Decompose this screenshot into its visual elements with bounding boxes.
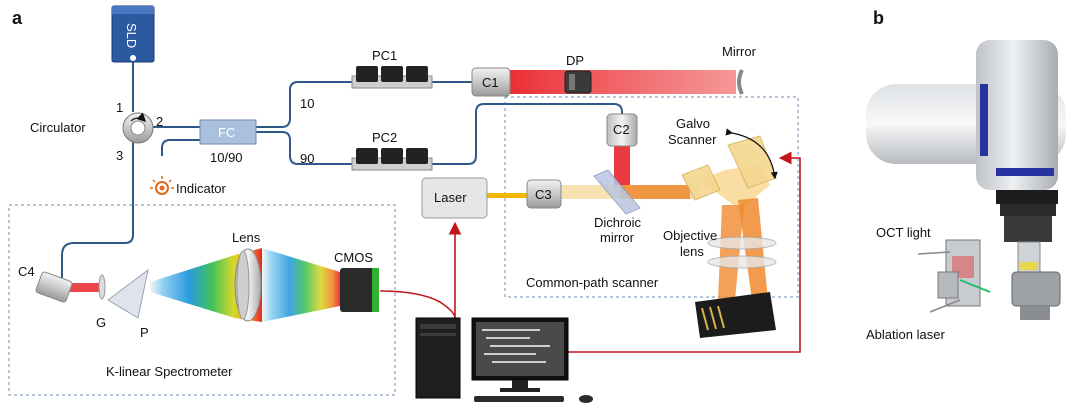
fiber-lines (61, 62, 623, 278)
computer (415, 317, 593, 403)
c3-label: C3 (535, 187, 552, 202)
dichroic-label-line2: mirror (600, 230, 635, 245)
mirror-label: Mirror (722, 44, 757, 59)
oct-beam-vertical (614, 145, 630, 188)
collimator-c4 (35, 271, 73, 303)
sample-chip (695, 292, 776, 338)
cmos-camera (340, 268, 379, 312)
spectrum-beam-focus (262, 248, 340, 322)
common-path-box (504, 96, 799, 298)
laser-beam-yellow (487, 193, 527, 198)
scan-beam-2 (718, 205, 744, 300)
sld-source: SLD (111, 5, 155, 63)
laser-box: Laser (421, 177, 488, 219)
reference-beam (510, 70, 736, 94)
merged-beam (620, 185, 690, 199)
dichroic-label-line1: Dichroic (594, 215, 641, 230)
panel-a-label: a (12, 8, 23, 28)
electrical-lines (379, 151, 801, 353)
spec-input-beam (70, 283, 100, 292)
cmos-label: CMOS (334, 250, 373, 265)
pc1-label: PC1 (372, 48, 397, 63)
circulator-label: Circulator (30, 120, 86, 135)
fc-label: FC (218, 125, 235, 140)
prism-label: P (140, 325, 149, 340)
collimator-c3: C3 (526, 179, 562, 209)
port1-label: 1 (116, 100, 123, 115)
sld-label: SLD (124, 23, 139, 48)
pc2-label: PC2 (372, 130, 397, 145)
collimator-c2: C2 (606, 113, 638, 147)
spectrometer-box (8, 204, 396, 396)
lens-label: Lens (232, 230, 261, 245)
indicator-label: Indicator (176, 181, 227, 196)
grating (98, 274, 106, 300)
robot-photo (866, 40, 1066, 320)
ablation-laser-label: Ablation laser (866, 327, 945, 342)
reference-mirror (737, 69, 744, 95)
fc-ratio-label: 10/90 (210, 150, 243, 165)
fc-out-90-label: 90 (300, 151, 314, 166)
galvo-label-line1: Galvo (676, 116, 710, 131)
common-path-label: Common-path scanner (526, 275, 659, 290)
c2-label: C2 (613, 122, 630, 137)
grating-label: G (96, 315, 106, 330)
prism (107, 268, 149, 319)
panel-b-label: b (873, 8, 884, 28)
fiber-coupler: FC (199, 119, 257, 145)
objective-label-line2: lens (680, 244, 704, 259)
pc2-controller (351, 148, 433, 171)
c1-label: C1 (482, 75, 499, 90)
port2-label: 2 (156, 114, 163, 129)
spectrum-beam (150, 248, 262, 322)
dispersion-plate (564, 70, 592, 94)
spectrometer-lens (234, 248, 262, 322)
galvo-rotation-arrow (725, 128, 778, 180)
circulator (122, 112, 154, 144)
galvo-label-line2: Scanner (668, 132, 717, 147)
indicator-icon (150, 176, 174, 195)
c4-label: C4 (18, 264, 35, 279)
objective-label-line1: Objective (663, 228, 717, 243)
pc1-controller (351, 66, 433, 89)
laser-label: Laser (434, 190, 467, 205)
oct-light-label: OCT light (876, 225, 931, 240)
spectrometer-label: K-linear Spectrometer (106, 364, 233, 379)
collimator-c1: C1 (471, 67, 511, 97)
dichroic-mirror (593, 169, 641, 215)
dp-label: DP (566, 53, 584, 68)
port3-label: 3 (116, 148, 123, 163)
fc-out-10-label: 10 (300, 96, 314, 111)
objective-lens (707, 236, 777, 269)
